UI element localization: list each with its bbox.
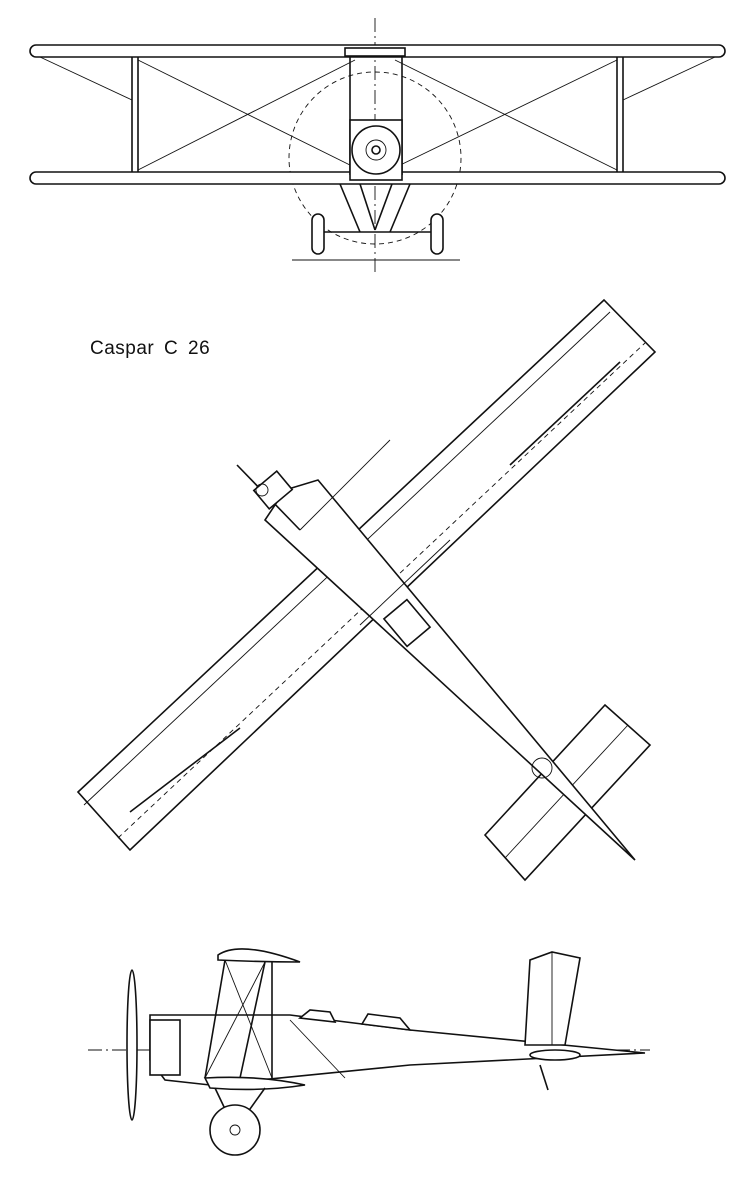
- drawing-title: Caspar C 26: [90, 338, 211, 359]
- engine: [149, 1019, 181, 1076]
- top-view: [76, 298, 657, 882]
- fin: [524, 951, 581, 1046]
- front-view: [29, 18, 726, 272]
- side-view: [88, 948, 650, 1156]
- wheel: [209, 1104, 261, 1156]
- lower-wing: [203, 1076, 306, 1091]
- upper-wing: [217, 948, 301, 963]
- left-wheel: [311, 213, 325, 255]
- right-wheel: [430, 213, 444, 255]
- propeller-disc: [288, 71, 462, 245]
- engine: [351, 125, 401, 175]
- engine: [252, 470, 294, 510]
- propeller: [126, 969, 138, 1121]
- fuselage: [263, 479, 636, 861]
